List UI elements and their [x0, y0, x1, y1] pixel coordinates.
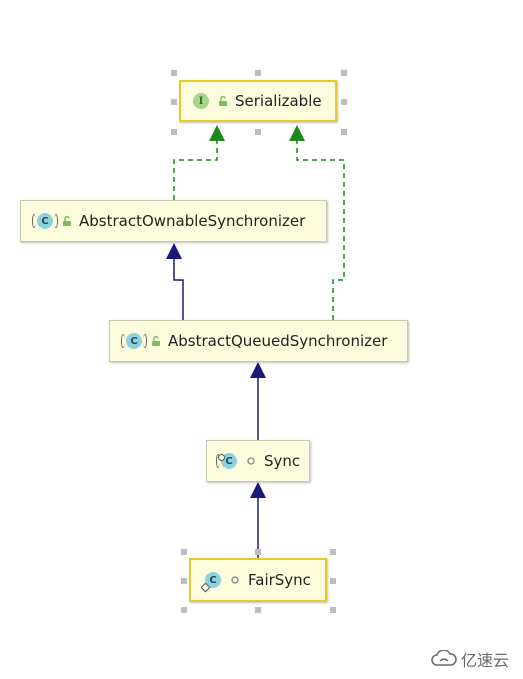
selection-handle[interactable]	[171, 70, 177, 76]
selection-handle[interactable]	[171, 129, 177, 135]
selection-handle[interactable]	[341, 129, 347, 135]
cloud-logo-icon	[431, 650, 457, 666]
selection-handle[interactable]	[255, 129, 261, 135]
watermark: 亿速云	[431, 647, 509, 671]
unlocked-lock-icon	[63, 215, 71, 226]
selection-handle[interactable]	[181, 607, 187, 613]
unlocked-lock-icon	[152, 335, 160, 346]
selection-handle[interactable]	[171, 99, 177, 105]
watermark-text: 亿速云	[460, 651, 509, 670]
selection-handle[interactable]	[341, 70, 347, 76]
node-label: FairSync	[248, 571, 311, 589]
node-abstract-queued-synchronizer[interactable]: C AbstractQueuedSynchronizer	[109, 320, 408, 362]
arrowhead-aqs-serializable	[289, 125, 305, 141]
abstract-class-icon: C	[121, 333, 147, 349]
abstract-class-icon: C	[32, 213, 58, 229]
node-sync[interactable]: C Sync	[206, 440, 310, 482]
selection-handle[interactable]	[255, 70, 261, 76]
selection-handle[interactable]	[330, 607, 336, 613]
arrowhead-fairsync-sync	[250, 482, 266, 498]
arrowhead-aos-serializable	[209, 125, 225, 141]
node-label: Serializable	[235, 92, 322, 110]
selection-handle[interactable]	[255, 607, 261, 613]
package-private-icon	[247, 457, 255, 465]
node-label: AbstractQueuedSynchronizer	[168, 332, 388, 350]
selection-handle[interactable]	[181, 549, 187, 555]
arrowhead-aqs-aos	[166, 243, 182, 259]
unlocked-lock-icon	[219, 95, 227, 106]
edge-aos-implements-serializable	[173, 141, 218, 200]
selection-handle[interactable]	[341, 99, 347, 105]
edge-aqs-implements-serializable	[296, 141, 345, 320]
selection-handle[interactable]	[330, 549, 336, 555]
node-label: Sync	[264, 452, 301, 470]
static-class-icon: C	[205, 572, 221, 588]
node-abstract-ownable-synchronizer[interactable]: C AbstractOwnableSynchronizer	[20, 200, 327, 242]
node-label: AbstractOwnableSynchronizer	[79, 212, 306, 230]
package-private-icon	[231, 576, 239, 584]
edge-aqs-extends-aos	[173, 259, 184, 320]
selection-handle[interactable]	[255, 549, 261, 555]
node-fairsync[interactable]: C FairSync	[189, 558, 327, 602]
arrowhead-sync-aqs	[250, 362, 266, 378]
interface-icon: I	[193, 93, 209, 109]
node-serializable[interactable]: I Serializable	[179, 80, 337, 122]
static-abstract-class-icon: C	[216, 453, 237, 469]
selection-handle[interactable]	[330, 578, 336, 584]
selection-handle[interactable]	[181, 578, 187, 584]
